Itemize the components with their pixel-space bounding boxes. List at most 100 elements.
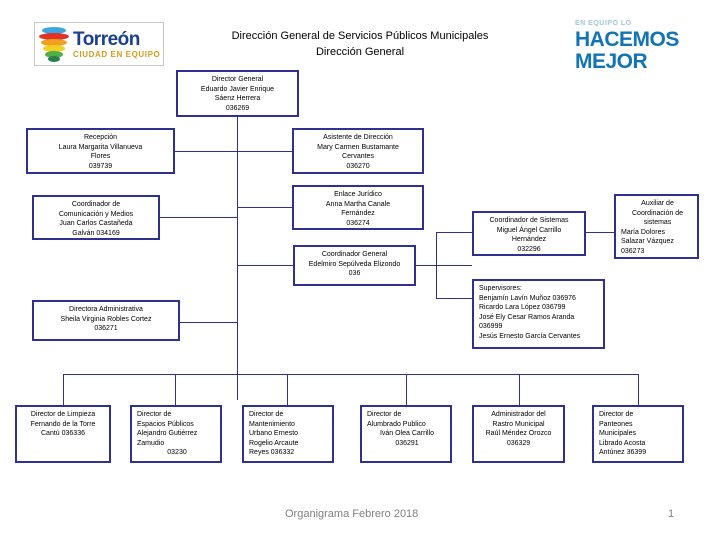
- node-line: Sheila Virginia Robles Cortez: [60, 315, 152, 323]
- node-line: Miguel Ángel Carrillo: [496, 226, 562, 234]
- node-line: Mary Carmen Bustamante: [317, 143, 399, 151]
- node-director-limpieza[interactable]: Director de Limpieza Fernando de la Torr…: [15, 405, 111, 463]
- connector-dg-trunk: [237, 117, 238, 400]
- node-auxiliar-coordinacion-sistemas[interactable]: Auxiliar de Coordinación de sistemas Mar…: [614, 194, 699, 259]
- node-line: Laura Margarita Villanueva: [58, 143, 143, 151]
- connector-asistente: [237, 151, 292, 152]
- node-line: 036291: [395, 439, 419, 447]
- node-line: Cervantes: [342, 153, 374, 160]
- node-line: Asistente de Dirección: [323, 134, 393, 141]
- node-line: 036274: [346, 219, 370, 227]
- node-line: Eduardo Javier Enrique: [200, 85, 275, 93]
- node-line: Comunicación y Medios: [58, 210, 134, 218]
- node-line: Director de Limpieza: [30, 411, 96, 418]
- node-line: Fernández: [341, 210, 375, 217]
- node-line: 03230: [167, 449, 187, 456]
- node-director-espacios-publicos[interactable]: Director de Espacios Públicos Alejandro …: [130, 405, 222, 463]
- connector-drop-rastro: [519, 374, 520, 405]
- page-title-line2: Dirección General: [315, 46, 405, 58]
- torreon-logo-text: Torreón CIUDAD EN EQUIPO: [73, 30, 160, 59]
- torreon-logo-subtitle: CIUDAD EN EQUIPO: [73, 49, 161, 59]
- node-asistente-direccion[interactable]: Asistente de Dirección Mary Carmen Busta…: [292, 128, 424, 174]
- node-directora-administrativa[interactable]: Directora Administrativa Sheila Virginia…: [32, 300, 180, 341]
- node-supervisores[interactable]: Supervisores: Benjamín Lavín Muñoz 03697…: [472, 279, 605, 349]
- node-director-mantenimiento-urbano[interactable]: Director de Mantenimiento Urbano Ernesto…: [242, 405, 334, 463]
- footer-title: Organigrama Febrero 2018: [285, 508, 419, 520]
- node-line: Director de: [599, 411, 634, 418]
- node-line: Director de: [249, 411, 284, 418]
- node-line: Edelmiro Sepúlveda Elizondo: [308, 260, 401, 268]
- node-line: 032296: [517, 245, 541, 253]
- node-line: Recepción: [83, 134, 118, 141]
- node-line: 036269: [225, 104, 250, 112]
- connector-supervisores: [436, 298, 472, 299]
- node-line: Ricardo Lara López 036799: [479, 304, 566, 311]
- connector-coordgeneral-right: [416, 265, 472, 266]
- node-line: 036270: [346, 162, 370, 170]
- node-line: Rogelio Arcaute: [249, 439, 299, 447]
- connector-sistemas: [436, 232, 472, 233]
- torreon-logo-title: Torreón: [73, 28, 140, 50]
- connector-drop-panteones: [638, 374, 639, 405]
- node-line: 036: [348, 270, 361, 277]
- torreon-logo-icon: [39, 25, 69, 63]
- node-line: Librado Acosta: [599, 439, 646, 447]
- connector-coordgeneral-left: [237, 265, 293, 266]
- node-line: 036271: [94, 325, 118, 332]
- connector-aux-sistemas: [586, 232, 614, 233]
- connector-drop-mantenimiento: [287, 374, 288, 405]
- connector-recepcion: [175, 151, 237, 152]
- node-line: Mantenimiento: [249, 420, 295, 428]
- node-line: 036999: [479, 323, 503, 330]
- node-administrador-rastro[interactable]: Administrador del Rastro Municipal Raúl …: [472, 405, 565, 463]
- node-line: 039739: [88, 162, 113, 170]
- connector-right-vertical: [436, 232, 437, 298]
- connector-enlace: [237, 207, 292, 208]
- node-line: Coordinador de Sistemas: [489, 217, 569, 224]
- node-line: María Dolores: [621, 228, 665, 236]
- node-line: Raúl Méndez Orozco: [485, 430, 552, 437]
- node-line: Fernando de la Torre: [30, 420, 96, 428]
- node-line: Antúnez 36399: [599, 449, 647, 456]
- node-line: Espacios Públicos: [137, 420, 194, 428]
- node-line: Municipales: [599, 430, 636, 437]
- node-line: Jesús Ernesto García Cervantes: [479, 332, 581, 340]
- node-director-alumbrado-publico[interactable]: Director de Alumbrado Publico Iván Olea …: [360, 405, 452, 463]
- node-line: Galván 034169: [72, 229, 120, 237]
- footer-page-number: 1: [668, 508, 675, 520]
- connector-drop-alumbrado: [406, 374, 407, 405]
- torreon-logo: Torreón CIUDAD EN EQUIPO: [34, 22, 164, 66]
- hacemos-mejor-logo: EN EQUIPO LO HACEMOS MEJOR: [575, 20, 705, 72]
- node-line: Urbano Ernesto: [249, 430, 299, 437]
- node-director-general[interactable]: Director General Eduardo Javier Enrique …: [176, 70, 299, 117]
- page-title-line1: Dirección General de Servicios Públicos …: [231, 30, 489, 42]
- connector-drop-limpieza: [63, 374, 64, 405]
- node-director-panteones[interactable]: Director de Panteones Municipales Librad…: [592, 405, 684, 463]
- node-line: Reyes 036332: [249, 449, 295, 456]
- node-line: Supervisores:: [479, 285, 522, 292]
- node-line: Anna Martha Canale: [325, 200, 391, 208]
- hacemos-mejor-line2: HACEMOS: [575, 28, 679, 51]
- node-line: Alumbrado Publico: [367, 420, 426, 428]
- hacemos-mejor-line3: MEJOR: [575, 50, 648, 73]
- connector-directora-admin: [180, 322, 237, 323]
- node-coordinador-general[interactable]: Coordinador General Edelmiro Sepúlveda E…: [293, 245, 416, 286]
- node-line: Zamudio: [137, 439, 165, 447]
- node-line: Cantú 036336: [41, 430, 85, 437]
- node-line: Juan Carlos Castañeda: [59, 220, 133, 227]
- node-recepcion[interactable]: Recepción Laura Margarita Villanueva Flo…: [26, 128, 175, 174]
- connector-comunicacion: [160, 217, 237, 218]
- node-line: Salazar Vázquez: [621, 238, 674, 245]
- node-line: 036329: [506, 439, 531, 447]
- node-line: Administrador del: [491, 411, 546, 418]
- node-line: Coordinador General: [321, 251, 388, 258]
- node-enlace-juridico[interactable]: Enlace Jurídico Anna Martha Canale Ferná…: [292, 185, 424, 230]
- node-line: Coordinador de: [71, 201, 121, 208]
- node-line: Enlace Jurídico: [334, 191, 382, 198]
- node-line: Panteones: [599, 420, 633, 428]
- node-line: Benjamín Lavín Muñoz 036976: [479, 294, 576, 302]
- node-line: Director General: [211, 76, 264, 83]
- node-coordinador-comunicacion[interactable]: Coordinador de Comunicación y Medios Jua…: [32, 195, 160, 240]
- node-coordinador-sistemas[interactable]: Coordinador de Sistemas Miguel Ángel Car…: [472, 211, 586, 256]
- node-line: Rastro Municipal: [492, 420, 545, 428]
